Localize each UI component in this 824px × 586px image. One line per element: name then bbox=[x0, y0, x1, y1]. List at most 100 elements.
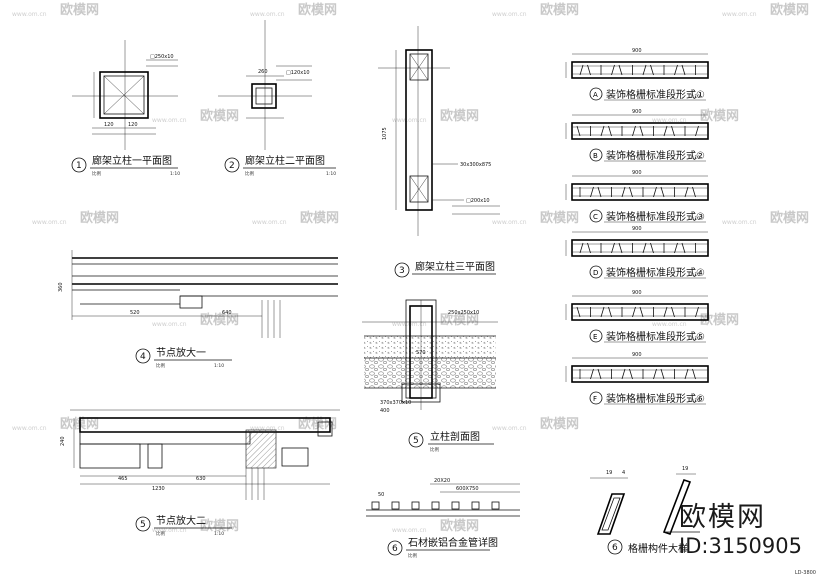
detail-node-1: 360 520 640 4 节点放大一 比例 1:10 bbox=[58, 250, 338, 369]
grille-slat bbox=[629, 368, 633, 380]
grille-type-scale: 1:10 bbox=[690, 155, 700, 161]
dim-label: 640 bbox=[222, 310, 232, 316]
grille-slat bbox=[590, 368, 594, 380]
dim-label: 900 bbox=[632, 226, 642, 232]
detail-scale: 1:10 bbox=[214, 531, 224, 537]
grille-slat bbox=[653, 186, 657, 198]
scale-note: 比例 bbox=[408, 552, 417, 559]
watermark-brand: 欧模网 bbox=[770, 210, 809, 226]
grille-type-letter: D bbox=[593, 269, 598, 277]
tube-section bbox=[451, 501, 460, 510]
grille-slat bbox=[681, 242, 686, 254]
watermark-brand: 欧模网 bbox=[60, 2, 99, 18]
watermark-url: www.om.cn bbox=[152, 321, 187, 328]
dim-label: 600X750 bbox=[456, 486, 479, 492]
dim-label: 900 bbox=[632, 109, 642, 115]
dim-label: 360 bbox=[58, 282, 64, 292]
detail-number: 5 bbox=[140, 520, 146, 530]
watermark-url: www.om.cn bbox=[12, 11, 47, 18]
scale-note: 比例 bbox=[430, 446, 439, 453]
detail-scale: 1:2 bbox=[680, 548, 687, 554]
detail-column-plan-1: 120 120 □250x10 1 廊架立柱一平面图 比例 1:10 bbox=[71, 40, 180, 177]
grille-type-scale: 1:10 bbox=[690, 336, 700, 342]
watermark-brand: 欧模网 bbox=[200, 108, 239, 124]
watermark-brand: 欧模网 bbox=[700, 108, 739, 124]
dim-label: 400 bbox=[380, 408, 390, 414]
grille-slat bbox=[663, 306, 668, 318]
detail-scale: 1:10 bbox=[170, 171, 180, 177]
grille-type-marker bbox=[589, 148, 603, 162]
detail-title: 立柱剖面图 bbox=[430, 430, 480, 443]
tube-section bbox=[371, 501, 380, 510]
grille-slat bbox=[684, 186, 689, 198]
detail-stone-tube: 20X20 50 600X750 6 石材嵌铝合金管详图 比例 bbox=[366, 478, 520, 559]
dim-label: 370x370x10 bbox=[380, 400, 411, 406]
grille-slat bbox=[660, 186, 665, 198]
tube-section bbox=[471, 501, 480, 510]
watermark-brand: 欧模网 bbox=[540, 416, 579, 432]
watermark-brand: 欧模网 bbox=[440, 312, 479, 328]
detail-title: 节点放大一 bbox=[156, 346, 206, 359]
grille-slat bbox=[674, 64, 678, 76]
detail-title: 格栅构件大样 bbox=[628, 542, 688, 555]
grille-slat bbox=[587, 242, 591, 254]
detail-title: 节点放大二 bbox=[156, 514, 206, 527]
watermark-url: www.om.cn bbox=[152, 527, 187, 534]
grille-slat bbox=[639, 125, 644, 137]
grille-slat bbox=[611, 64, 615, 76]
grille-slat bbox=[692, 186, 696, 198]
watermark-brand: 欧模网 bbox=[440, 518, 479, 534]
grille-type-marker bbox=[589, 87, 603, 101]
watermark-url: www.om.cn bbox=[152, 117, 187, 124]
scale-note: 比例 bbox=[156, 530, 165, 537]
grille-type-title: 装饰格栅标准段形式③ bbox=[606, 210, 705, 223]
dim-label: 20X20 bbox=[434, 478, 450, 484]
dim-label: 900 bbox=[632, 352, 642, 358]
tube-section bbox=[491, 501, 500, 510]
grille-slat bbox=[650, 64, 654, 76]
detail-title: 石材嵌铝合金管详图 bbox=[408, 536, 498, 549]
watermark-url: www.om.cn bbox=[392, 527, 427, 534]
grille-slat bbox=[681, 64, 686, 76]
detail-number: 5 bbox=[413, 436, 419, 446]
brand-block: 欧模网 ID:3150905 bbox=[679, 495, 802, 558]
detail-number: 2 bbox=[229, 161, 235, 171]
dim-label: 900 bbox=[632, 170, 642, 176]
detail-node-2: 240 465 630 1230 5 节点放大二 比例 1:10 bbox=[60, 409, 340, 537]
grille-slat bbox=[684, 368, 689, 380]
tube-row bbox=[371, 501, 500, 510]
dim-label: 1230 bbox=[152, 486, 165, 492]
grille-type-scale: 1:10 bbox=[690, 216, 700, 222]
grille-type-title: 装饰格栅标准段形式⑥ bbox=[606, 392, 705, 405]
dim-label: 19 bbox=[682, 466, 688, 472]
dim-label: 19 bbox=[606, 470, 612, 476]
grille-slat bbox=[642, 64, 647, 76]
watermark-brand: 欧模网 bbox=[300, 210, 339, 226]
detail-number: 6 bbox=[612, 543, 618, 553]
watermark-url: www.om.cn bbox=[32, 219, 67, 226]
grille-slat bbox=[692, 368, 696, 380]
watermark-url: www.om.cn bbox=[392, 117, 427, 124]
grille-type-marker bbox=[589, 209, 603, 223]
grille-slat bbox=[576, 306, 581, 318]
watermark-url: www.om.cn bbox=[250, 425, 285, 432]
watermark-brand: 欧模网 bbox=[80, 210, 119, 226]
grille-slat bbox=[660, 368, 665, 380]
watermark-brand: 欧模网 bbox=[298, 416, 337, 432]
dim-label: 50 bbox=[378, 492, 384, 498]
detail-grille-component: 19 4 19 6 格栅构件大样 1:2 bbox=[590, 466, 700, 555]
detail-scale: 1:10 bbox=[214, 363, 224, 369]
grille-slat bbox=[629, 186, 633, 198]
grille-slat bbox=[618, 242, 623, 254]
scale-note: 比例 bbox=[245, 170, 254, 177]
dim-label: 120 bbox=[104, 122, 114, 128]
grille-slat bbox=[621, 368, 626, 380]
grille-type-title: 装饰格栅标准段形式⑤ bbox=[606, 330, 705, 343]
watermark-brand: 欧模网 bbox=[200, 518, 239, 534]
grille-slat bbox=[632, 306, 636, 318]
grille-slat bbox=[576, 125, 581, 137]
